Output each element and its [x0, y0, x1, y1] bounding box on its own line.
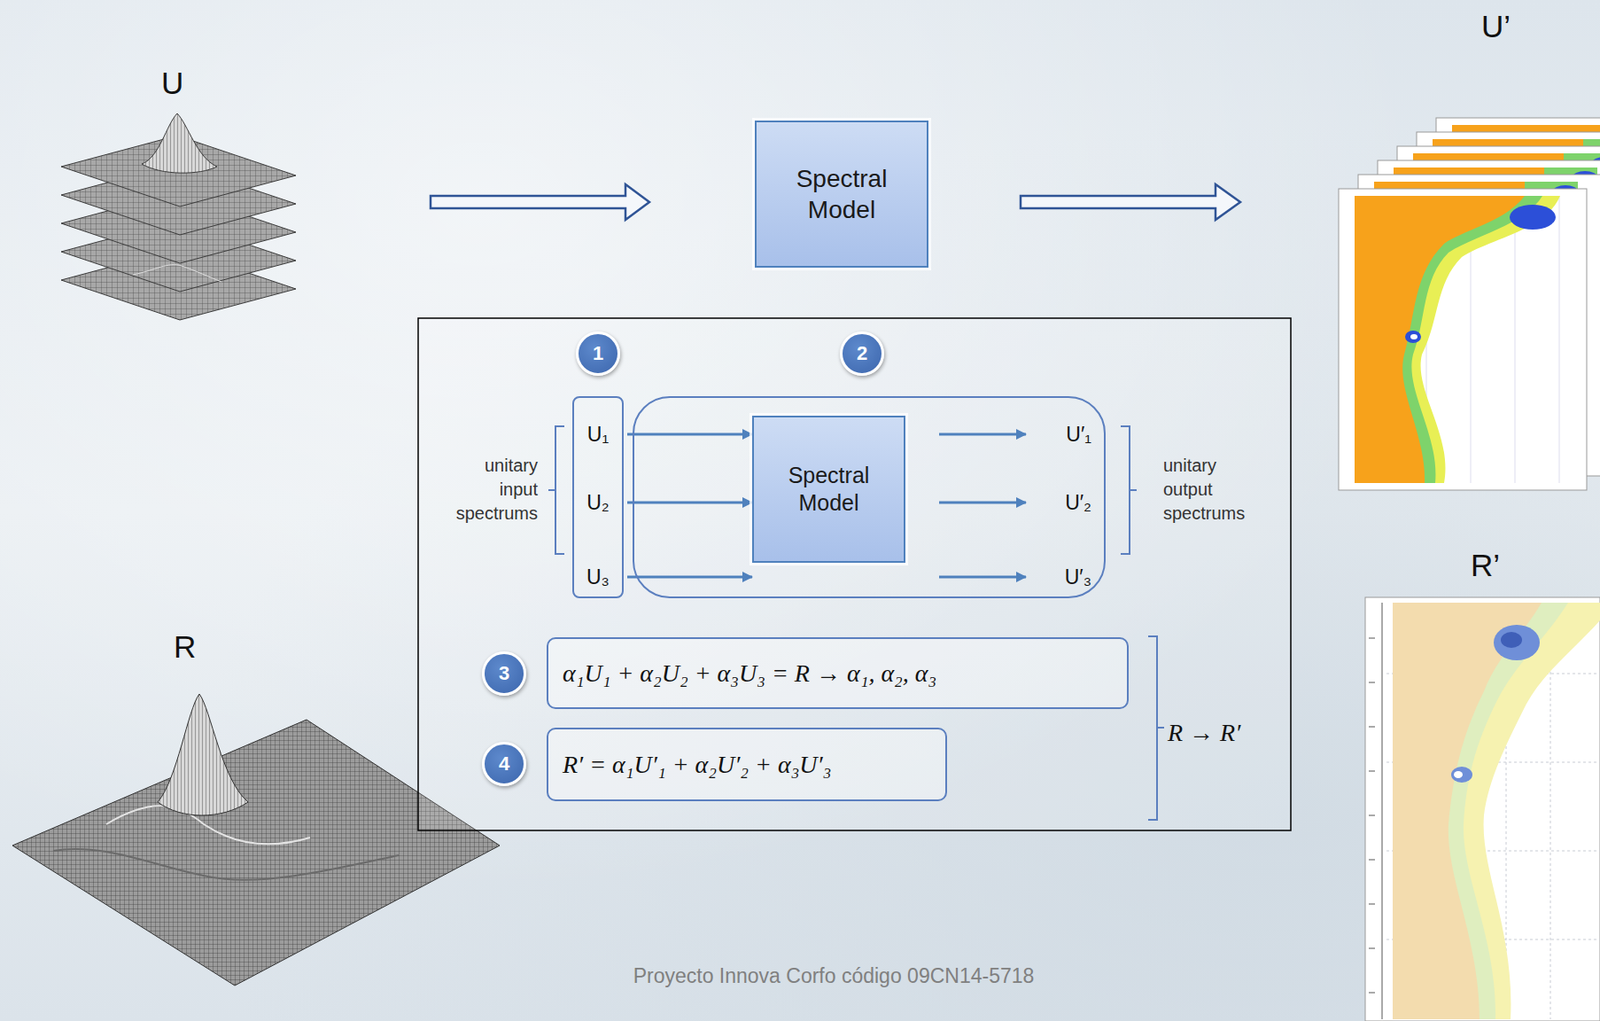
- text-label: R → R′: [1167, 715, 1241, 750]
- node-text: U₃: [574, 564, 622, 590]
- node-text: U′₁: [1065, 421, 1092, 447]
- equation-box: R′ = α₁U′₁ + α₂U′₂ + α₃U′₃: [546, 727, 948, 801]
- text-label: unitary input spectrums: [445, 453, 538, 526]
- text-label: unitary output spectrums: [1163, 453, 1261, 526]
- node-text: U₁: [574, 421, 622, 447]
- callout-text: 4: [498, 752, 510, 776]
- output-map-stack: [1338, 117, 1600, 490]
- callout-text: 3: [498, 661, 510, 685]
- process-box: Spectral Model: [754, 120, 929, 268]
- node-text: U′₃: [1064, 564, 1092, 590]
- spectrum-stack: [61, 113, 296, 320]
- footer-note: Proyecto Innova Corfo código 09CN14-5718: [497, 962, 1171, 990]
- output-map: [1365, 597, 1600, 1021]
- node-text: Spectral Model: [775, 163, 909, 226]
- flow-arrow: [627, 575, 753, 579]
- flow-arrow: [627, 433, 753, 436]
- bracket: [548, 426, 565, 554]
- bracket: [1120, 426, 1137, 554]
- equation-box: α₁U₁ + α₂U₂ + α₃U₃ = R → α₁, α₂, α₃: [546, 636, 1129, 709]
- callout-number: 4: [481, 741, 527, 786]
- method-frame: [418, 318, 1291, 831]
- hollow-arrow: [430, 184, 650, 220]
- output-arrow: [939, 434, 1026, 577]
- model-group: U′₁ U′₂ U′₃ Spectral Model: [632, 396, 1106, 599]
- callout-number: 2: [839, 331, 885, 376]
- node-text: α₁U₁ + α₂U₂ + α₃U₃ = R → α₁, α₂, α₃: [562, 659, 937, 688]
- node-text: U₂: [574, 489, 622, 515]
- text-label: U: [161, 62, 184, 104]
- input-column: U₁ U₂ U₃: [572, 396, 624, 599]
- callout-number: 3: [481, 651, 527, 696]
- flow-arrow: [627, 501, 753, 505]
- text-label: U’: [1481, 5, 1511, 47]
- text-label: R’: [1470, 543, 1500, 586]
- node-text: U′₂: [1064, 489, 1092, 515]
- bracket: [1148, 636, 1165, 820]
- callout-text: 2: [856, 341, 868, 366]
- callout-text: 1: [592, 341, 604, 366]
- hollow-arrow: [1020, 184, 1241, 220]
- text-label: R: [173, 625, 196, 668]
- node-text: Spectral Model: [771, 461, 887, 518]
- callout-number: 1: [575, 331, 621, 376]
- process-box: Spectral Model: [752, 415, 906, 563]
- node-text: R′ = α₁U′₁ + α₂U′₂ + α₃U′₃: [562, 750, 832, 779]
